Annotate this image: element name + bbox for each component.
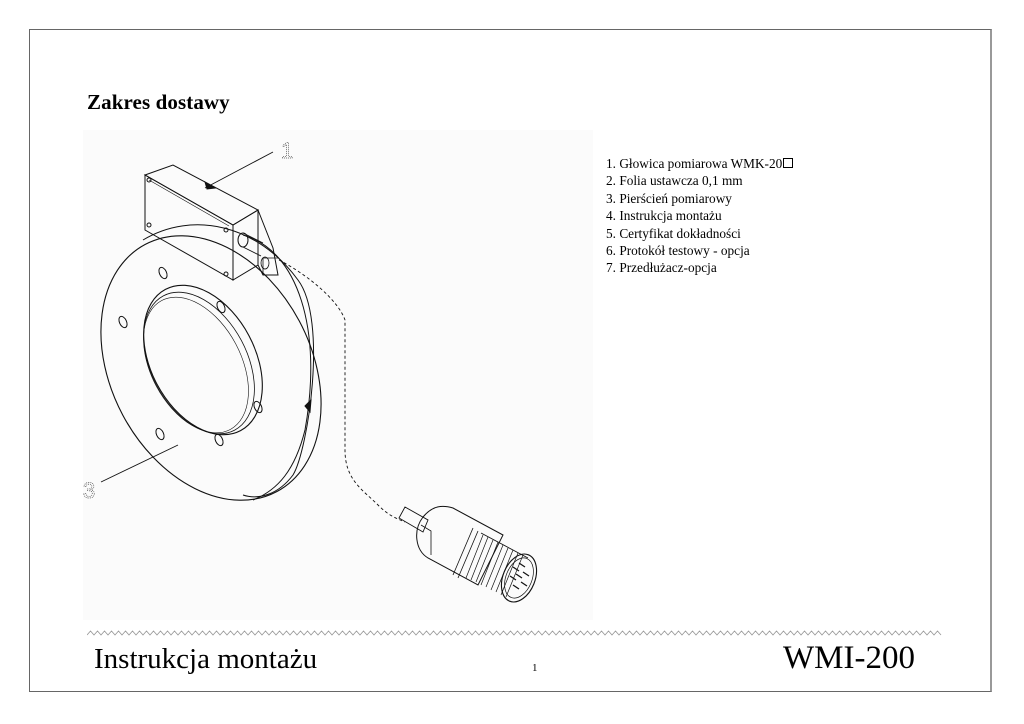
- list-item: 5. Certyfikat dokładności: [606, 225, 741, 241]
- page-number: 1: [532, 662, 538, 674]
- section-title: Zakres dostawy: [87, 90, 230, 114]
- connector: [398, 505, 538, 603]
- footer-model-name: WMI-200: [783, 640, 915, 676]
- measuring-head: [143, 164, 279, 281]
- cable-dashed: [278, 259, 406, 523]
- technical-drawing: 1 3: [83, 130, 593, 620]
- measuring-ring: [100, 224, 322, 501]
- svg-text:1: 1: [281, 138, 293, 163]
- list-item: 4. Instrukcja montażu: [606, 208, 722, 224]
- list-item: 2. Folia ustawcza 0,1 mm: [606, 173, 743, 189]
- list-item: 3. Pierścień pomiarowy: [606, 190, 732, 206]
- svg-text:3: 3: [83, 478, 95, 503]
- footer-document-title: Instrukcja montażu: [94, 643, 318, 675]
- callout-1: 1: [204, 138, 294, 189]
- footer-zigzag-divider: [87, 630, 942, 636]
- box-icon: [783, 158, 794, 168]
- callout-3: 3: [83, 444, 179, 503]
- page-frame: [29, 29, 992, 692]
- list-item: 1. Głowica pomiarowa WMK-20: [606, 155, 794, 172]
- list-item: 7. Przedłużacz-opcja: [606, 260, 717, 276]
- delivery-items-list: 1. Głowica pomiarowa WMK-20 2. Folia ust…: [606, 155, 794, 277]
- list-item: 6. Protokół testowy - opcja: [606, 243, 750, 259]
